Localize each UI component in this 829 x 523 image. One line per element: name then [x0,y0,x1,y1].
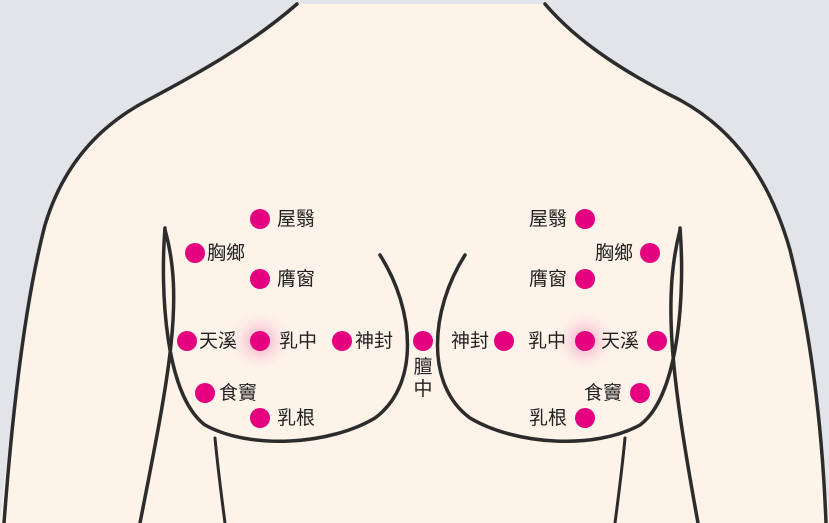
point-ruzhong-left [250,331,270,351]
label-rugen-left: 乳根 [277,407,316,429]
shoulder-outline-left [2,2,299,523]
point-shidou-left [195,383,215,403]
point-rugen-left [250,408,270,428]
label-ruzhong-right: 乳中 [528,330,567,352]
label-yingchuang-right: 膺窗 [529,268,568,290]
point-xiongxiang-left [185,243,205,263]
label-wuyi-right: 屋翳 [529,208,568,230]
point-rugen-right [575,408,595,428]
label-danzhong: 膻中 [413,356,433,400]
label-tianxi-right: 天溪 [601,330,640,352]
point-yingchuang-right [575,269,595,289]
label-xiongxiang-right: 胸鄉 [595,242,634,264]
point-shenfeng-left [332,331,352,351]
label-ruzhong-left: 乳中 [279,330,318,352]
point-yingchuang-left [250,269,270,289]
shoulder-outline-right [543,2,828,523]
point-wuyi-right [575,209,595,229]
point-tianxi-left [177,331,197,351]
armpit-line-right [669,228,700,523]
label-shidou-left: 食竇 [219,382,258,404]
point-tianxi-right [647,331,667,351]
point-shenfeng-right [494,331,514,351]
label-tianxi-left: 天溪 [199,330,238,352]
point-wuyi-left [250,209,270,229]
label-yingchuang-left: 膺窗 [277,268,316,290]
waist-line-left [213,436,227,523]
point-ruzhong-right [575,331,595,351]
point-shidou-right [630,383,650,403]
point-danzhong [413,331,433,351]
label-shenfeng-right: 神封 [451,330,490,352]
label-xiongxiang-left: 胸鄉 [207,242,246,264]
breast-outline-left [161,226,410,443]
label-rugen-right: 乳根 [529,407,568,429]
breast-outline-right [435,226,684,443]
label-shenfeng-left: 神封 [355,330,394,352]
label-shidou-right: 食竇 [584,382,623,404]
label-wuyi-left: 屋翳 [277,208,316,230]
waist-line-right [613,436,627,523]
point-xiongxiang-right [640,243,660,263]
